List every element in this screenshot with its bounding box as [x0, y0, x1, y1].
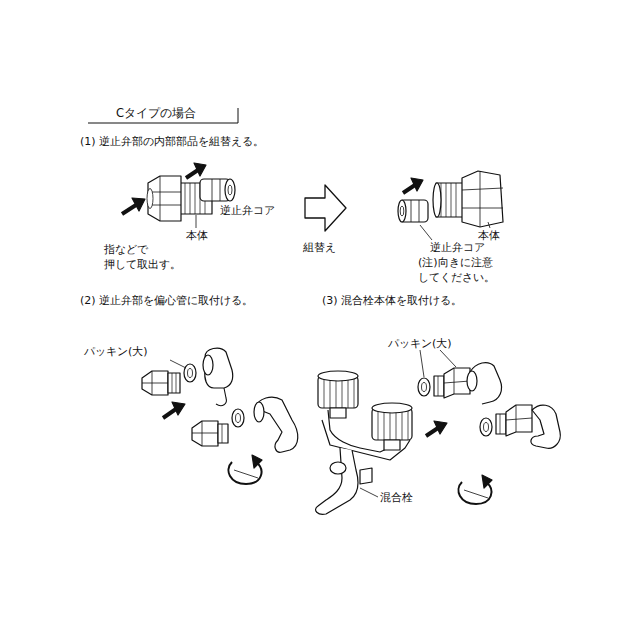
- part-label: 本体: [186, 229, 208, 244]
- check-valve-core-left: [200, 179, 235, 201]
- push-arrow: [403, 178, 423, 193]
- part-label: 逆止弁コア: [430, 241, 485, 256]
- check-valve-core-right: [398, 200, 428, 222]
- eccentric-pipe-upper: [203, 348, 233, 405]
- part-label: パッキン(大): [84, 345, 148, 360]
- instruction-note: 指などで 押して取出す。: [104, 243, 190, 273]
- rotation-arrow: [458, 475, 492, 504]
- caution-note: (注)向きに注意 してください。: [418, 256, 508, 286]
- step-heading: (1) 逆止弁部の内部部品を組替える。: [80, 135, 264, 150]
- part-label: 混合栓: [380, 491, 413, 506]
- section-title: Cタイプの場合: [116, 106, 196, 122]
- push-arrow: [426, 421, 447, 436]
- step-heading: (3) 混合栓本体を取付ける。: [322, 294, 462, 309]
- eccentric-pipe-lower: [254, 397, 298, 452]
- check-valve-upper: [142, 371, 180, 395]
- eccentric-pipe-upper-right: [467, 363, 502, 404]
- arrow-label: 組替え: [303, 241, 336, 256]
- packing-ring: [184, 364, 196, 382]
- step-heading: (2) 逆止弁部を偏心管に取付ける。: [80, 294, 253, 309]
- eccentric-pipe-lower-right: [531, 405, 560, 448]
- packing-ring: [232, 409, 244, 427]
- mixing-faucet: [316, 371, 412, 514]
- check-valve-lower-right: [496, 405, 532, 436]
- check-valve-upper-right: [434, 368, 470, 398]
- hollow-arrow: [305, 185, 346, 231]
- check-valve-body-right: [433, 171, 503, 227]
- part-label: 逆止弁コア: [220, 204, 275, 219]
- push-arrow: [122, 163, 206, 214]
- push-arrow: [163, 402, 185, 418]
- packing-ring: [480, 418, 492, 436]
- part-label: パッキン(大): [388, 337, 452, 352]
- rotation-arrow: [228, 455, 262, 484]
- check-valve-lower: [192, 421, 228, 446]
- packing-ring: [418, 378, 430, 396]
